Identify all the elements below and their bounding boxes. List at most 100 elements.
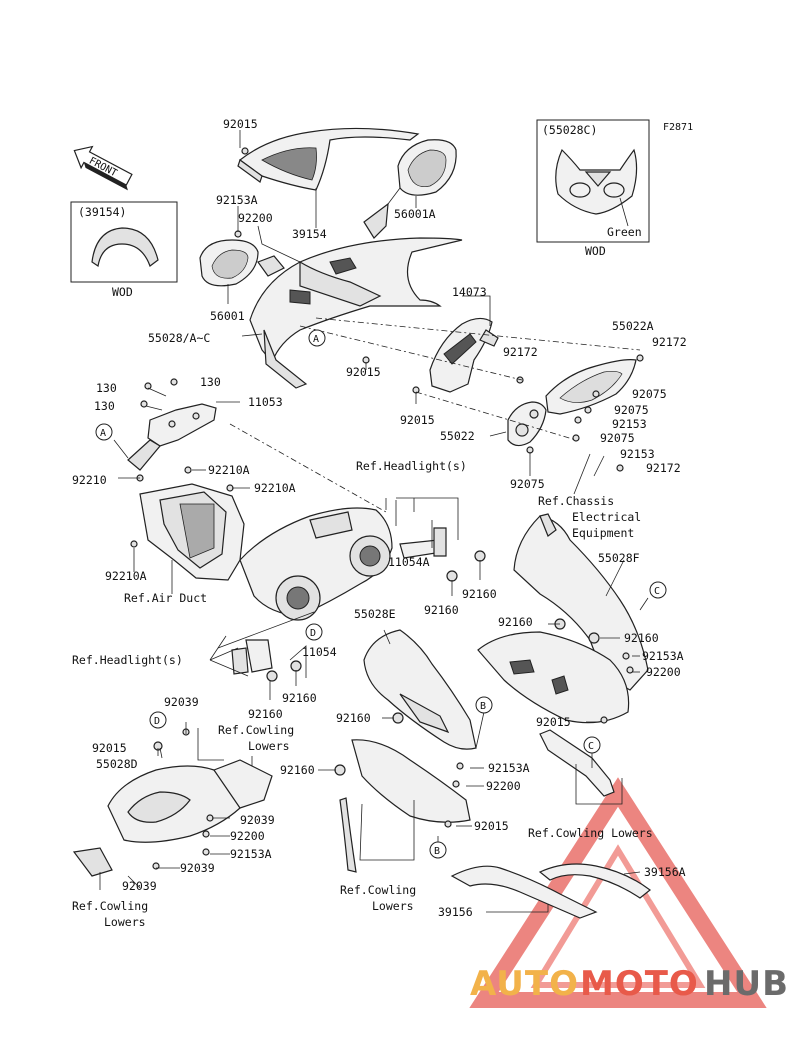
label-92039-c: 92039	[180, 861, 215, 875]
mirror-right	[363, 139, 457, 239]
label-55022: 55022	[440, 429, 475, 443]
side-cowl-55028d	[72, 759, 273, 877]
label-92160-h: 92160	[280, 763, 315, 777]
label-92075-c: 92075	[600, 431, 635, 445]
label-92015-mid: 92015	[346, 365, 381, 379]
callout-a-lower: A	[100, 428, 106, 439]
label-92015-l: 92015	[92, 741, 127, 755]
callout-d-lower: D	[154, 716, 160, 727]
label-11054: 11054	[302, 645, 337, 659]
label-92075-a: 92075	[632, 387, 667, 401]
label-92172-a: 92172	[652, 335, 687, 349]
label-39154: 39154	[292, 227, 327, 241]
label-92160-f: 92160	[624, 631, 659, 645]
label-14073: 14073	[452, 285, 487, 299]
label-92160-c: 92160	[282, 691, 317, 705]
label-92153a-r: 92153A	[642, 649, 684, 663]
label-11054a: 11054A	[388, 555, 430, 569]
label-92172-b: 92172	[503, 345, 538, 359]
label-39156a: 39156A	[644, 865, 686, 879]
callout-b-upper: B	[480, 701, 486, 712]
label-55028d: 55028D	[96, 757, 138, 771]
diagram-code: F2871	[663, 122, 693, 133]
bracket-55022	[507, 401, 547, 447]
ref-cowling-mid-1: Ref.Cowling	[218, 723, 294, 737]
ref-cowling-mid-2: Lowers	[248, 739, 290, 753]
label-39156: 39156	[438, 905, 473, 919]
callout-a-upper: A	[313, 334, 319, 345]
label-92153-a: 92153	[612, 417, 647, 431]
inset-55028c-color: Green	[607, 225, 642, 239]
label-92160-a: 92160	[462, 587, 497, 601]
label-92015-c: 92015	[474, 819, 509, 833]
inset-39154-part: (39154)	[78, 205, 126, 219]
reference-labels: Ref.Headlight(s) Ref.Chassis Electrical …	[72, 459, 653, 929]
label-92210a-a: 92210A	[208, 463, 250, 477]
inner-stay-right	[539, 729, 615, 797]
label-92200-l: 92200	[230, 829, 265, 843]
inner-lower-middle	[339, 739, 471, 873]
label-55028e: 55028E	[354, 607, 396, 621]
front-arrow-icon: FRONT	[73, 145, 133, 191]
side-cover-55022a	[545, 359, 637, 415]
windshield	[237, 127, 420, 191]
label-130-c: 130	[94, 399, 115, 413]
mirror-left	[199, 239, 285, 287]
side-cowl-right-lower	[477, 631, 630, 724]
label-92210a-c: 92210A	[105, 569, 147, 583]
label-55028ac: 55028/A~C	[148, 331, 210, 345]
ref-chassis-3: Equipment	[572, 526, 634, 540]
bracket-11054	[231, 639, 273, 675]
label-92015-r: 92015	[536, 715, 571, 729]
callout-b-lower: B	[434, 846, 440, 857]
label-92210a-b: 92210A	[254, 481, 296, 495]
label-92210: 92210	[72, 473, 107, 487]
label-55022a: 55022A	[612, 319, 654, 333]
callout-d-upper: D	[310, 628, 316, 639]
label-92015-top: 92015	[223, 117, 258, 131]
label-92160-d: 92160	[248, 707, 283, 721]
label-11053: 11053	[248, 395, 283, 409]
label-56001: 56001	[210, 309, 245, 323]
label-92160-b: 92160	[424, 603, 459, 617]
air-duct	[139, 483, 245, 581]
ref-headlight-top: Ref.Headlight(s)	[356, 459, 467, 473]
label-55028f: 55028F	[598, 551, 640, 565]
label-92039-d: 92039	[122, 879, 157, 893]
ref-cowling-right: Ref.Cowling Lowers	[528, 826, 653, 840]
inset-55028c: (55028C) Green WOD	[536, 119, 650, 258]
bracket-11054a	[399, 527, 447, 559]
label-130-b: 130	[200, 375, 221, 389]
part-labels: 92015 92153A 92200 39154 56001A 56001 55…	[72, 117, 687, 919]
label-92153-b: 92153	[620, 447, 655, 461]
watermark-part1: AUTO	[470, 964, 579, 1004]
label-130-a: 130	[96, 381, 117, 395]
label-92160-g: 92160	[336, 711, 371, 725]
upper-cowl	[249, 237, 463, 389]
watermark-part3: HUB	[704, 964, 789, 1004]
ref-cowling-bottom-1: Ref.Cowling	[340, 883, 416, 897]
ref-cowling-left-1: Ref.Cowling	[72, 899, 148, 913]
fasteners	[130, 147, 644, 870]
ref-chassis-1: Ref.Chassis	[538, 494, 614, 508]
meter-bracket	[127, 403, 217, 471]
label-92153a-c: 92153A	[488, 761, 530, 775]
inset-39154-variant: WOD	[112, 285, 133, 299]
callout-markers: A A D D C C B B	[95, 329, 667, 859]
ref-cowling-bottom-2: Lowers	[372, 899, 414, 913]
inset-39154: (39154) WOD	[70, 201, 178, 299]
bottom-trim	[450, 863, 651, 919]
ref-chassis-2: Electrical	[572, 510, 641, 524]
label-92153a-top: 92153A	[216, 193, 258, 207]
label-56001a: 56001A	[394, 207, 436, 221]
label-92153a-l: 92153A	[230, 847, 272, 861]
label-92075-d: 92075	[510, 477, 545, 491]
label-92172-c: 92172	[646, 461, 681, 475]
label-92075-b: 92075	[614, 403, 649, 417]
headlight-assembly	[239, 507, 393, 621]
callout-c-lower: C	[588, 741, 594, 752]
label-92160-e: 92160	[498, 615, 533, 629]
label-92039-b: 92039	[240, 813, 275, 827]
